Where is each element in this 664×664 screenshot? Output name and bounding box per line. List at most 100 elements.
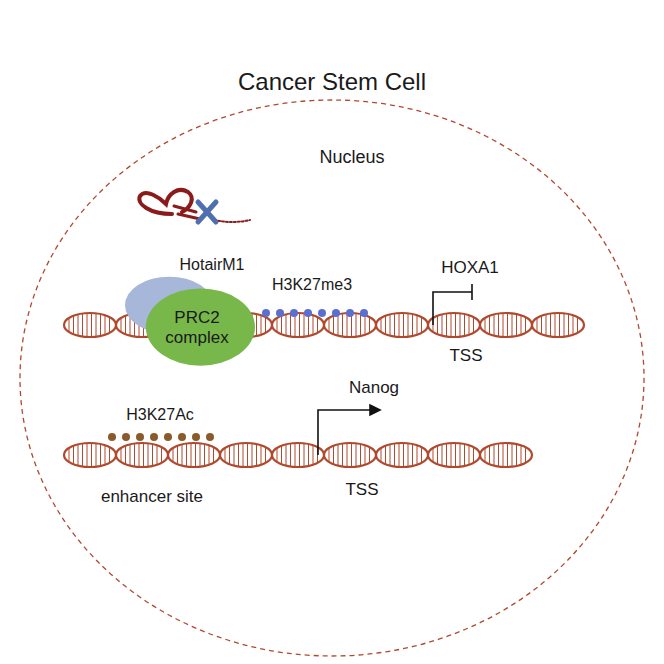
base-pair — [442, 314, 443, 335]
base-pair — [261, 445, 262, 465]
base-pair — [73, 316, 74, 335]
base-pair — [290, 444, 291, 467]
base-pair — [100, 444, 101, 466]
base-pair — [516, 444, 517, 466]
helix-turn — [116, 443, 168, 467]
helix-turn — [376, 443, 428, 467]
rna-stem — [178, 214, 200, 219]
rna-tail — [214, 220, 250, 222]
base-pair — [503, 443, 504, 467]
base-pair — [304, 443, 305, 466]
base-pair — [417, 315, 418, 335]
base-pair — [394, 444, 395, 467]
base-pair — [433, 448, 434, 462]
base-pair — [512, 443, 513, 466]
base-pair — [489, 316, 490, 335]
base-pair — [412, 314, 413, 336]
base-pair — [329, 318, 330, 332]
tss-blocked-arrow — [433, 284, 472, 325]
base-pair — [460, 443, 461, 466]
base-pair — [209, 445, 210, 465]
methyl-dot — [332, 309, 340, 317]
base-pair — [238, 444, 239, 467]
helix-turn — [64, 313, 116, 337]
base-pair — [494, 314, 495, 335]
base-pair — [177, 446, 178, 465]
base-pair — [412, 444, 413, 466]
base-pair — [347, 313, 348, 337]
base-pair — [308, 444, 309, 466]
base-pair — [503, 313, 504, 337]
methyl-dot — [318, 309, 326, 317]
base-pair — [252, 443, 253, 466]
acetyl-dot — [136, 433, 144, 441]
dna-strand — [64, 443, 532, 467]
base-pair — [229, 446, 230, 465]
base-pair — [105, 445, 106, 465]
base-pair — [256, 444, 257, 466]
base-pair — [308, 314, 309, 336]
helix-turn — [64, 443, 116, 467]
base-pair — [360, 444, 361, 466]
base-pair — [469, 315, 470, 335]
base-pair — [78, 314, 79, 335]
helix-turn — [532, 313, 584, 337]
base-pair — [333, 316, 334, 335]
base-pair — [78, 444, 79, 465]
helix-turn — [376, 313, 428, 337]
base-pair — [161, 447, 162, 463]
base-pair — [265, 317, 266, 333]
tss-label: TSS — [345, 481, 378, 500]
base-pair — [290, 314, 291, 337]
methyl-dot — [276, 309, 284, 317]
base-pair — [555, 313, 556, 337]
block-cross — [198, 202, 216, 222]
base-pair — [286, 314, 287, 335]
cell-outline — [20, 100, 644, 656]
base-pair — [225, 448, 226, 462]
gene-label: HOXA1 — [441, 259, 499, 278]
base-pair — [473, 317, 474, 333]
base-pair — [182, 444, 183, 465]
rna-label: HotairM1 — [180, 256, 245, 274]
base-pair — [313, 445, 314, 465]
base-pair — [281, 316, 282, 335]
base-pair — [100, 314, 101, 336]
helix-turn — [428, 443, 480, 467]
base-pair — [347, 443, 348, 467]
base-pair — [399, 313, 400, 337]
base-pair — [351, 443, 352, 467]
base-pair — [573, 315, 574, 335]
base-pair — [191, 443, 192, 467]
acetyl-dot — [206, 433, 214, 441]
base-pair — [281, 446, 282, 465]
base-pair — [498, 444, 499, 467]
helix-turn — [480, 313, 532, 337]
base-pair — [365, 445, 366, 465]
acetyl-dot — [108, 433, 116, 441]
base-pair — [299, 443, 300, 467]
helix-turn — [428, 313, 480, 337]
base-pair — [541, 316, 542, 335]
methyl-dot — [262, 309, 270, 317]
base-pair — [446, 444, 447, 467]
base-pair — [469, 445, 470, 465]
base-pair — [464, 314, 465, 336]
acetyl-dot — [150, 433, 158, 441]
base-pair — [525, 447, 526, 463]
base-pair — [130, 444, 131, 465]
base-pair — [473, 447, 474, 463]
base-pair — [559, 313, 560, 337]
base-pair — [369, 447, 370, 463]
helix-turn — [220, 443, 272, 467]
base-pair — [195, 443, 196, 467]
helix-turn — [324, 443, 376, 467]
base-pair — [356, 313, 357, 336]
base-pair — [516, 314, 517, 336]
base-pair — [360, 314, 361, 336]
base-pair — [546, 314, 547, 335]
histone-mark-label: H3K27Ac — [126, 406, 194, 424]
base-pair — [277, 318, 278, 332]
histone-mark-label: H3K27me3 — [272, 276, 352, 294]
